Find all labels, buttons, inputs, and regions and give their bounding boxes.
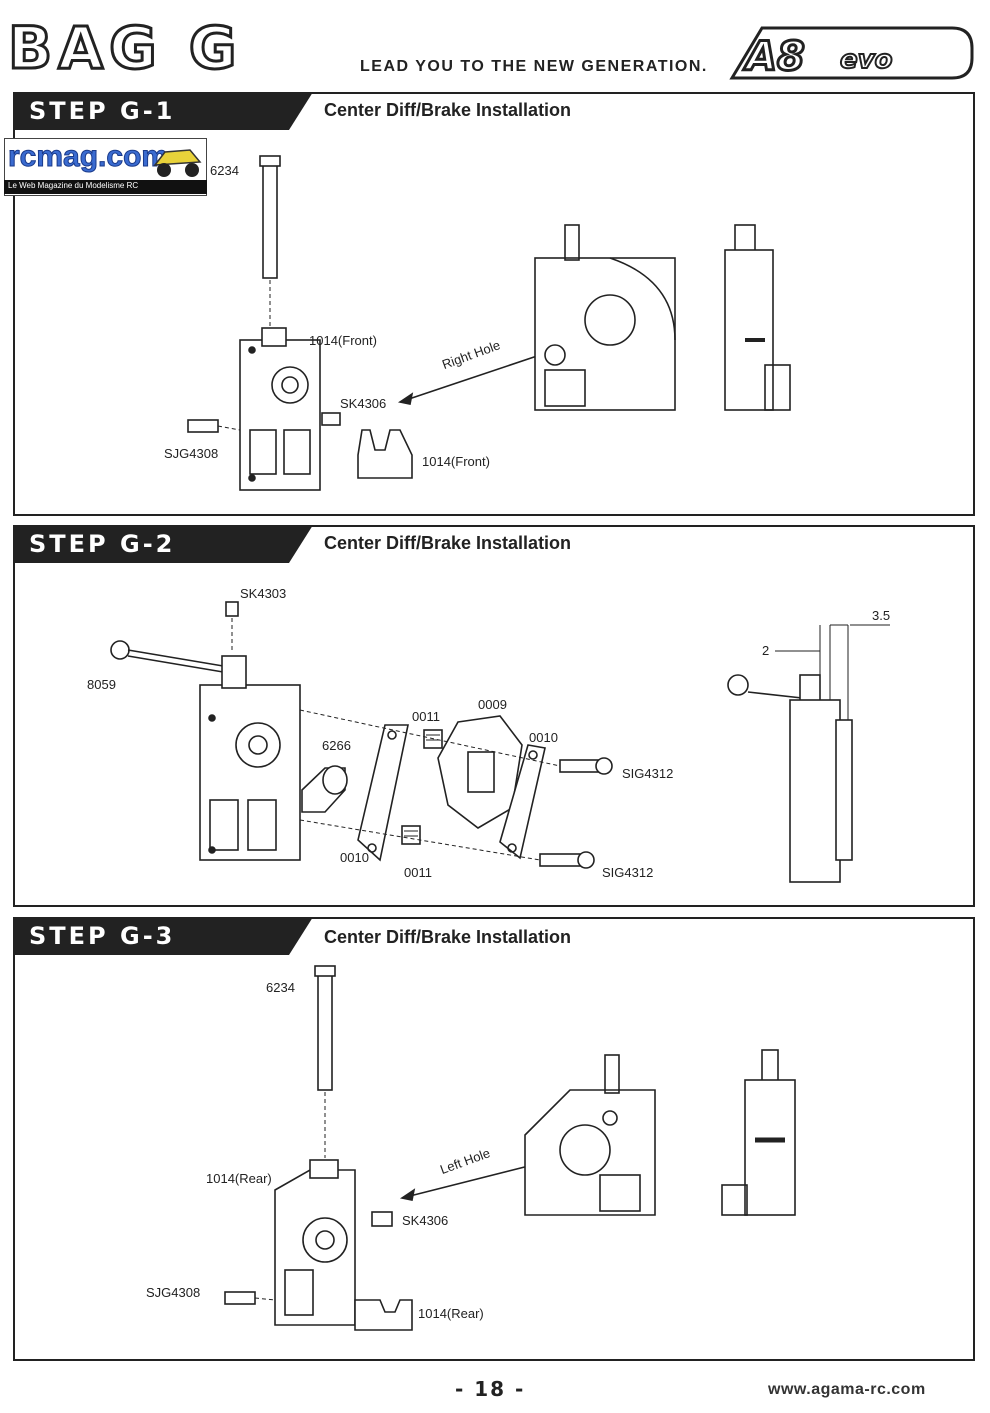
brand-logo: A8 evo [729, 26, 974, 82]
g3-label-sk4306: SK4306 [402, 1213, 449, 1228]
g3-side-view [721, 1049, 796, 1216]
bag-title: BAG G [7, 14, 243, 82]
g1-right-hole-arrow [399, 354, 541, 403]
g2-pin-8059 [110, 640, 236, 675]
g1-shaft-6234 [259, 155, 281, 330]
g2-grub-sk4303 [225, 601, 239, 652]
g1-front-bulkhead [239, 327, 321, 491]
tagline: LEAD YOU TO THE NEW GENERATION. [360, 58, 708, 75]
g1-detail-bulkhead [534, 224, 676, 411]
step-g2-title: Center Diff/Brake Installation [324, 533, 572, 553]
g2-label-0010-right: 0010 [529, 730, 558, 745]
g2-label-dim-35: 3.5 [872, 608, 891, 623]
step-g3-title: Center Diff/Brake Installation [324, 927, 572, 947]
g2-label-sig4312-top: SIG4312 [622, 766, 674, 781]
rcmag-site: rcmag.com [7, 140, 169, 174]
g2-cam-6266 [301, 765, 348, 813]
g3-rear-bulkhead [274, 1159, 356, 1326]
step-g1-tab: STEP G-1 [13, 92, 313, 130]
g3-screw-sk4306 [371, 1211, 393, 1227]
g2-screw-top [559, 757, 613, 775]
step-g3-tab: STEP G-3 [13, 917, 313, 955]
g1-screw-sjg4308 [187, 419, 241, 433]
g3-label-1014-rear-bottom: 1014(Rear) [418, 1306, 484, 1321]
g2-label-0009: 0009 [478, 697, 507, 712]
page-number: - 18 - [455, 1377, 526, 1401]
g1-label-1014-front-bottom: 1014(Front) [422, 454, 490, 469]
g2-screw-bottom [539, 851, 595, 869]
g1-side-view [724, 224, 791, 411]
rcmag-subtitle: Le Web Magazine du Modelisme RC [8, 181, 139, 190]
rc-buggy-icon [153, 149, 202, 177]
g2-side-view [727, 624, 890, 883]
g2-plate-left [357, 724, 409, 862]
step-g3-panel [13, 917, 975, 1361]
svg-text:evo: evo [840, 45, 892, 75]
g2-label-sk4303: SK4303 [240, 586, 287, 601]
g2-label-0011-bottom: 0011 [404, 865, 432, 880]
g2-label-sig4312-bottom: SIG4312 [602, 865, 654, 880]
g2-bulkhead [199, 655, 301, 861]
g3-label-1014-rear-top: 1014(Rear) [206, 1171, 272, 1186]
g2-plate-right [499, 744, 546, 860]
g2-label-0010-left: 0010 [340, 850, 369, 865]
g1-screw-sk4306 [321, 412, 341, 426]
g1-label-6234: 6234 [210, 163, 239, 178]
step-g2-tab: STEP G-2 [13, 525, 313, 563]
website-url: www.agama-rc.com [768, 1381, 926, 1398]
g3-brake-mount [354, 1299, 413, 1331]
g3-label-6234: 6234 [266, 980, 295, 995]
g2-label-dim-2: 2 [762, 643, 770, 658]
g3-shaft-6234 [314, 965, 336, 1158]
g2-label-0011-top: 0011 [412, 709, 440, 724]
g2-label-8059: 8059 [87, 677, 116, 692]
g2-label-6266: 6266 [322, 738, 351, 753]
g1-label-sk4306: SK4306 [340, 396, 387, 411]
rcmag-strip [4, 180, 207, 194]
g1-label-1014-front-top: 1014(Front) [309, 333, 377, 348]
g1-brake-mount [357, 429, 413, 479]
g3-screw-sjg4308 [224, 1291, 276, 1305]
g3-label-sjg4308: SJG4308 [146, 1285, 201, 1300]
g1-label-sjg4308: SJG4308 [164, 446, 219, 461]
g2-springs [401, 729, 443, 845]
svg-text:A8: A8 [743, 34, 805, 80]
step-g1-title: Center Diff/Brake Installation [324, 100, 572, 120]
g3-detail-bulkhead [524, 1054, 656, 1216]
